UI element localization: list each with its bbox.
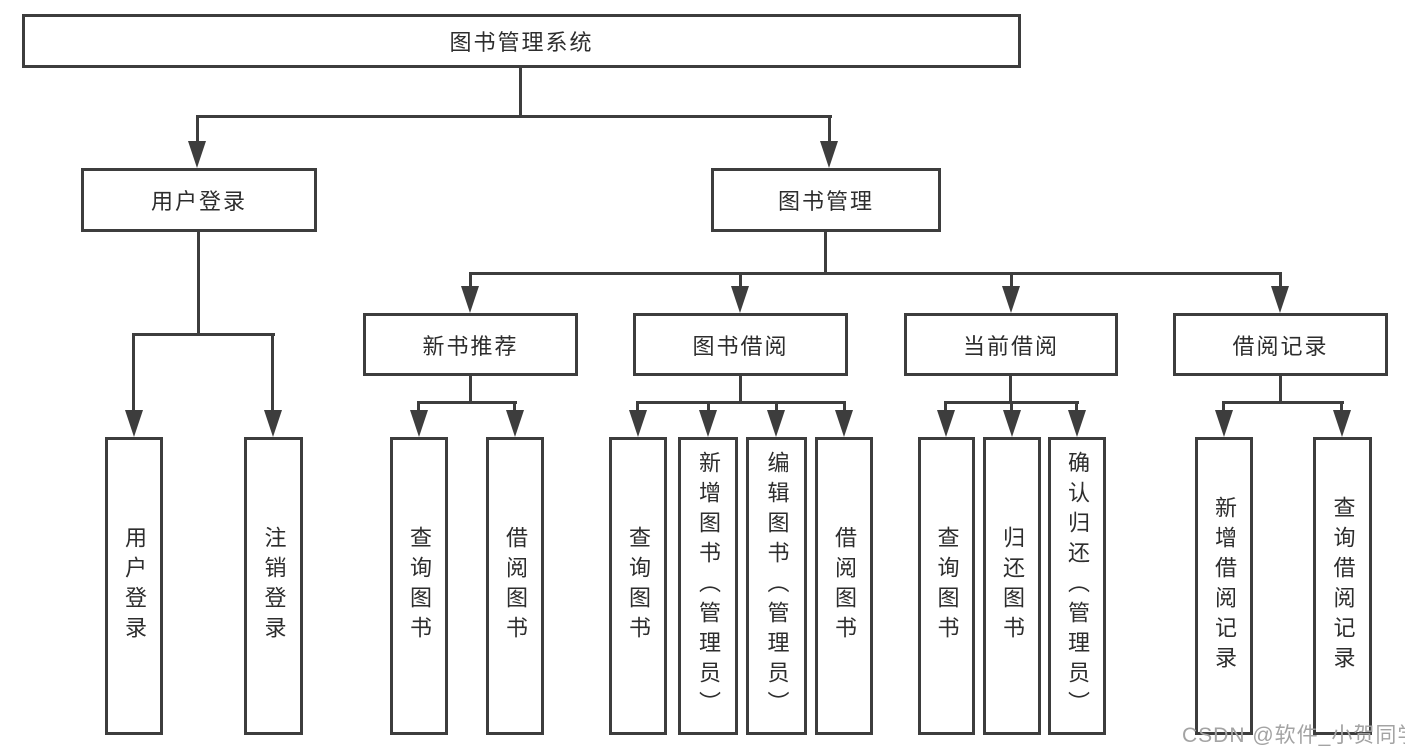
connector-bookmgmt-stem [1279, 272, 1282, 288]
arrowhead-down-icon [699, 410, 717, 437]
leaf-logout: 注销登录 [244, 437, 303, 735]
node-root-library-system: 图书管理系统 [22, 14, 1021, 68]
node-current-borrowing: 当前借阅 [904, 313, 1118, 376]
node-label: 确认归还（管理员） [1065, 451, 1090, 721]
arrowhead-down-icon [820, 141, 838, 168]
connector-current-vline [1009, 376, 1012, 404]
connector-userlogin-stem [132, 333, 135, 412]
connector-root-stem-left [196, 115, 199, 143]
connector-bookmgmt-stem [469, 272, 472, 288]
node-label: 查询图书 [934, 526, 960, 646]
connector-bookmgmt-stem [739, 272, 742, 288]
connector-records-vline [1279, 376, 1282, 404]
connector-newbook-vline [469, 376, 472, 404]
connector-records-hline [1222, 401, 1344, 404]
arrowhead-down-icon [1271, 286, 1289, 313]
leaf-add-borrow-record: 新增借阅记录 [1195, 437, 1253, 735]
node-label: 图书管理 [777, 189, 874, 214]
connector-userlogin-vline [197, 232, 200, 335]
node-label: 查询借阅记录 [1330, 496, 1356, 676]
connector-bookmgmt-hline [469, 272, 1282, 275]
connector-borrowing-hline [636, 401, 846, 404]
leaf-user-login: 用户登录 [105, 437, 163, 735]
connector-records-stem [1222, 401, 1225, 413]
connector-newbook-stem [513, 401, 516, 413]
arrowhead-down-icon [125, 410, 143, 437]
leaf-query-books-current: 查询图书 [918, 437, 975, 735]
node-label: 当前借阅 [962, 333, 1059, 359]
node-label: 图书借阅 [692, 333, 789, 359]
node-label: 编辑图书（管理员） [764, 451, 790, 721]
node-label: 用户登录 [122, 526, 147, 646]
arrowhead-down-icon [767, 410, 785, 437]
connector-current-stem [944, 401, 947, 413]
arrowhead-down-icon [188, 141, 206, 168]
node-book-management: 图书管理 [711, 168, 941, 232]
connector-root-vline [519, 68, 522, 117]
leaf-add-books-admin: 新增图书（管理员） [678, 437, 738, 735]
connector-borrowing-stem [775, 401, 778, 413]
node-label: 注销登录 [261, 526, 287, 646]
leaf-edit-books-admin: 编辑图书（管理员） [746, 437, 807, 735]
leaf-borrow-books-recommend: 借阅图书 [486, 437, 544, 735]
node-label: 新增图书（管理员） [696, 451, 721, 721]
arrowhead-down-icon [731, 286, 749, 313]
arrowhead-down-icon [1002, 286, 1020, 313]
node-borrowing-records: 借阅记录 [1173, 313, 1388, 376]
connector-borrowing-stem [707, 401, 710, 413]
connector-borrowing-stem [843, 401, 846, 413]
leaf-confirm-return-admin: 确认归还（管理员） [1048, 437, 1106, 735]
arrowhead-down-icon [835, 410, 853, 437]
node-label: 借阅图书 [503, 526, 528, 646]
csdn-watermark: CSDN @软件_小贺同学 [1182, 724, 1405, 747]
node-label: 借阅图书 [832, 526, 857, 646]
node-label: 新书推荐 [422, 333, 519, 359]
node-label: 查询图书 [626, 526, 651, 646]
arrowhead-down-icon [1215, 410, 1233, 437]
connector-root-hline [196, 115, 832, 118]
node-label: 查询图书 [407, 526, 432, 646]
node-label: 用户登录 [150, 189, 247, 214]
node-new-book-recommend: 新书推荐 [363, 313, 578, 376]
arrowhead-down-icon [264, 410, 282, 437]
connector-current-stem [1010, 401, 1013, 413]
connector-newbook-hline [417, 401, 517, 404]
leaf-query-books-recommend: 查询图书 [390, 437, 448, 735]
connector-root-stem-right [828, 115, 831, 143]
leaf-query-books-borrowing: 查询图书 [609, 437, 667, 735]
connector-records-stem [1340, 401, 1343, 413]
arrowhead-down-icon [461, 286, 479, 313]
arrowhead-down-icon [1333, 410, 1351, 437]
arrowhead-down-icon [1068, 410, 1086, 437]
node-book-borrowing: 图书借阅 [633, 313, 848, 376]
arrowhead-down-icon [1003, 410, 1021, 437]
node-label: 新增借阅记录 [1212, 496, 1237, 676]
connector-current-stem [1075, 401, 1078, 413]
connector-userlogin-hline [132, 333, 275, 336]
node-label: 归还图书 [1000, 526, 1025, 646]
connector-newbook-stem [417, 401, 420, 413]
arrowhead-down-icon [506, 410, 524, 437]
leaf-return-books: 归还图书 [983, 437, 1041, 735]
node-label: 借阅记录 [1232, 333, 1329, 359]
leaf-borrow-books: 借阅图书 [815, 437, 873, 735]
connector-bookmgmt-stem [1010, 272, 1013, 288]
connector-borrowing-stem [636, 401, 639, 413]
leaf-query-borrow-record: 查询借阅记录 [1313, 437, 1372, 735]
arrowhead-down-icon [629, 410, 647, 437]
node-label: 图书管理系统 [449, 30, 594, 55]
arrowhead-down-icon [937, 410, 955, 437]
connector-userlogin-stem [271, 333, 274, 412]
node-user-login: 用户登录 [81, 168, 317, 232]
arrowhead-down-icon [410, 410, 428, 437]
connector-borrowing-vline [739, 376, 742, 404]
connector-bookmgmt-vline [824, 232, 827, 274]
